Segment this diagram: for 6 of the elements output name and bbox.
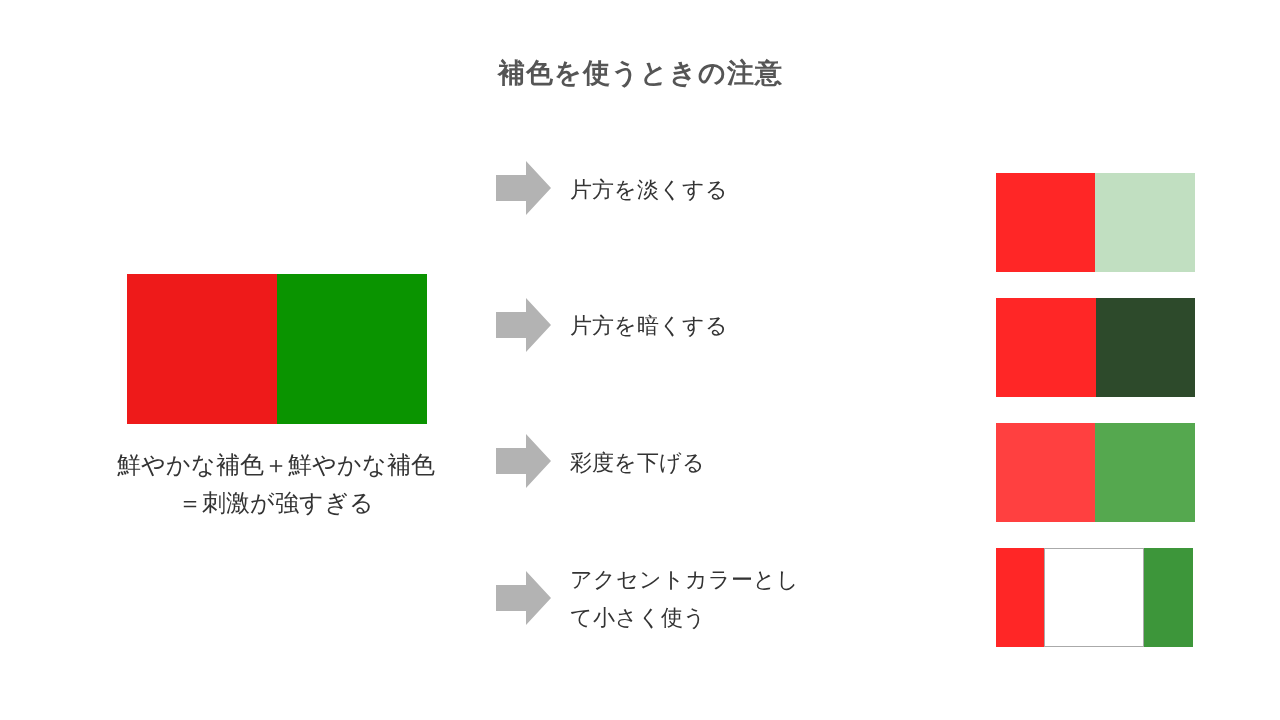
tip-text: 片方を暗くする [570, 312, 728, 340]
title: 補色を使うときの注意 [496, 56, 784, 90]
tip-text: 片方を淡くする [570, 176, 728, 204]
tip-text: アクセントカラーとして小さく使う [570, 566, 800, 632]
tip-text: 彩度を下げる [570, 449, 705, 477]
caption-text: 鮮やかな補色＋鮮やかな補色＝刺激が強すぎる [116, 450, 436, 519]
